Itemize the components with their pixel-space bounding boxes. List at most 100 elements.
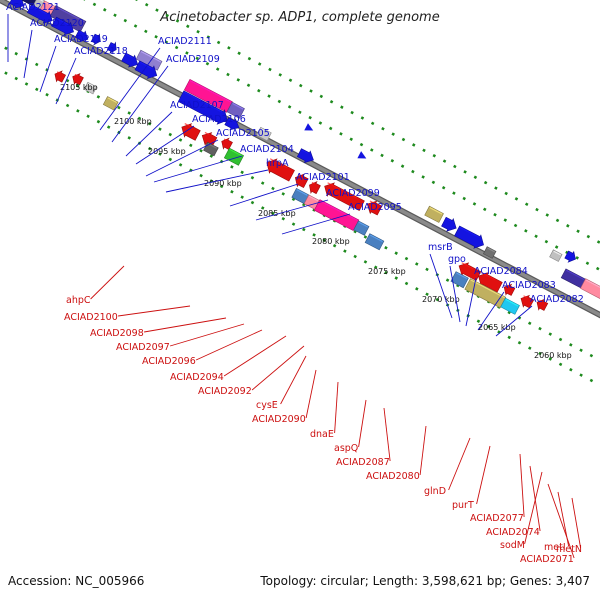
reverse-leader-line (118, 305, 191, 317)
forward-gene-label: ACIAD2106 (192, 114, 246, 125)
forward-gene-arrow (454, 225, 484, 249)
forward-leader-line (99, 47, 161, 131)
gene-highlight (183, 91, 223, 113)
forward-gene-arrow (177, 90, 228, 125)
reverse-leader-line (358, 399, 367, 448)
forward-leader-line (111, 65, 169, 143)
forward-gene-label: ACIAD2099 (326, 188, 380, 199)
gene-highlight (301, 149, 309, 154)
gene-highlight (260, 128, 271, 134)
kbp-tick-label: 2070 kbp (422, 295, 460, 304)
gene-highlight (184, 123, 193, 129)
reverse-gene-arrow (503, 283, 516, 296)
reverse-gene-arrow (536, 298, 549, 311)
gene-highlight (461, 262, 474, 270)
reverse-gene-label: ACIAD2077 (470, 513, 524, 524)
reverse-leader-line (195, 329, 263, 361)
reverse-gene-arrow (294, 173, 309, 189)
reverse-gene-label: ACIAD2092 (198, 386, 252, 397)
gene-highlight (568, 251, 572, 255)
reverse-gene-label: metN (556, 544, 582, 555)
reverse-gene-arrow (366, 200, 383, 216)
reverse-leader-line (557, 491, 570, 547)
genome-backbone (0, 0, 600, 318)
gene-block (135, 49, 163, 71)
gene-highlight (190, 80, 232, 103)
forward-gene-label: ACIAD2109 (166, 54, 220, 65)
forward-gene-arrow (121, 52, 139, 68)
gene-highlight (269, 158, 288, 169)
reverse-leader-line (251, 345, 305, 391)
gene-highlight (56, 71, 61, 74)
gene-highlight (56, 18, 69, 26)
gene-highlight (429, 207, 443, 215)
tick-dot-track (83, 0, 600, 272)
reverse-leader-line (519, 453, 525, 518)
reverse-leader-line (383, 407, 391, 462)
reverse-leader-line (524, 471, 543, 545)
forward-gene-label: ACIAD2083 (502, 280, 556, 291)
reverse-gene-arrow (309, 180, 321, 195)
forward-leader-line (23, 29, 33, 79)
forward-gene-arrow (357, 151, 367, 159)
reverse-gene-label: ACIAD2094 (170, 372, 224, 383)
gene-block (256, 126, 272, 142)
gene-highlight (358, 221, 368, 228)
gene-block (353, 220, 370, 236)
forward-gene-label: msrB (428, 242, 453, 253)
gene-highlight (487, 247, 495, 253)
gene-block (313, 199, 360, 232)
reverse-gene-label: ahpC (66, 295, 91, 306)
reverse-leader-line (529, 465, 541, 532)
forward-gene-label: ACIAD2082 (530, 294, 584, 305)
gene-highlight (297, 174, 302, 177)
forward-gene-label: gpo (448, 254, 466, 265)
reverse-leader-line (476, 445, 491, 505)
forward-gene-label: ACIAD2118 (74, 46, 128, 57)
reverse-leader-line (280, 355, 307, 405)
forward-leader-line (495, 305, 533, 337)
forward-gene-arrow (26, 4, 53, 24)
reverse-leader-line (223, 335, 287, 377)
gene-highlight (456, 272, 468, 280)
forward-gene-label: ACIAD2104 (240, 144, 294, 155)
reverse-gene-arrow (324, 182, 365, 212)
gene-highlight (327, 182, 358, 199)
gene-block (223, 147, 245, 166)
reverse-leader-line (144, 317, 227, 333)
reverse-gene-label: ACIAD2090 (252, 414, 306, 425)
reverse-leader-line (334, 381, 339, 434)
reverse-leader-line (448, 437, 471, 491)
forward-gene-label: ACIAD2119 (54, 34, 108, 45)
forward-leader-line (55, 57, 77, 105)
reverse-gene-arrow (266, 158, 295, 182)
reverse-gene-arrow (54, 70, 67, 83)
forward-gene-label: ACIAD2105 (216, 128, 270, 139)
gene-highlight (125, 53, 133, 59)
forward-gene-label: ACIAD2107 (170, 100, 224, 111)
forward-leader-line (153, 155, 243, 183)
forward-gene-arrow (74, 29, 89, 43)
reverse-gene-label: ACIAD2096 (142, 356, 196, 367)
forward-gene-arrow (304, 123, 314, 131)
gene-highlight (505, 298, 519, 307)
gene-highlight (140, 51, 161, 63)
forward-gene-label: ACIAD2101 (296, 172, 350, 183)
gene-highlight (585, 279, 600, 289)
gene-block (424, 205, 444, 223)
gene-block (226, 101, 245, 119)
gene-block (549, 249, 563, 262)
forward-gene-arrow (90, 33, 101, 46)
gene-highlight (107, 97, 118, 104)
gene-highlight (55, 6, 85, 23)
reverse-gene-label: ACIAD2080 (366, 471, 420, 482)
reverse-leader-line (547, 483, 575, 559)
gene-highlight (296, 189, 308, 196)
kbp-tick-label: 2105 kbp (60, 83, 98, 92)
gene-highlight (139, 61, 152, 69)
reverse-leader-line (419, 425, 427, 476)
gene-highlight (506, 284, 510, 288)
forward-gene-arrow (106, 41, 117, 54)
forward-gene-label: ACIAD2111 (158, 36, 212, 47)
